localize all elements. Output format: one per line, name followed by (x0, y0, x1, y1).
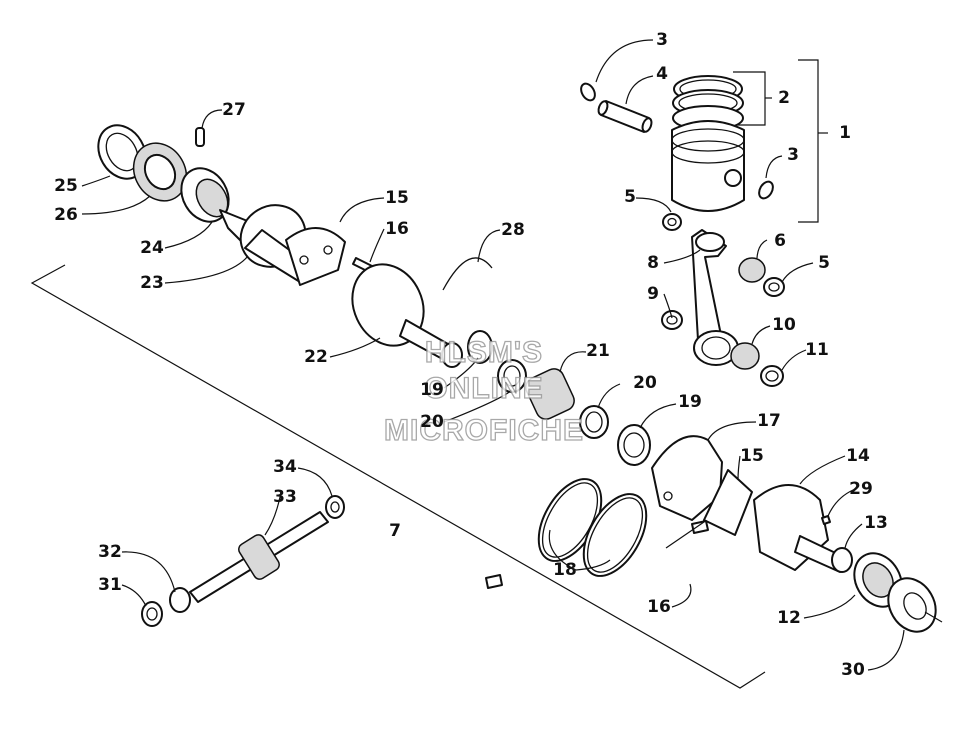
callout-6: 6 (774, 231, 786, 251)
callout-18: 18 (553, 560, 577, 580)
callout-1: 1 (839, 123, 851, 143)
callout-22: 22 (304, 347, 328, 367)
callout-15a: 15 (385, 188, 409, 208)
callout-32: 32 (98, 542, 122, 562)
callout-8: 8 (647, 253, 659, 273)
watermark-line-3: MICROFICHE (384, 414, 584, 447)
callout-29: 29 (849, 479, 873, 499)
callout-13: 13 (864, 513, 888, 533)
callout-5a: 5 (624, 187, 636, 207)
callout-21: 21 (586, 341, 610, 361)
seal-rings (537, 478, 648, 577)
callout-20b: 20 (633, 373, 657, 393)
callout-11: 11 (805, 340, 829, 360)
callout-20a: 20 (420, 412, 444, 432)
piston-assembly (580, 75, 774, 212)
callout-24: 24 (140, 238, 164, 258)
callout-3b: 3 (787, 145, 799, 165)
callout-34: 34 (273, 457, 297, 477)
group-bracket-lines (30, 59, 828, 689)
watermark-line-1: HLSM'S (425, 336, 543, 369)
callout-25: 25 (54, 176, 78, 196)
callout-15b: 15 (740, 446, 764, 466)
callout-3a: 3 (656, 30, 668, 50)
callout-9: 9 (647, 284, 659, 304)
callout-27: 27 (222, 100, 246, 120)
callout-16a: 16 (385, 219, 409, 239)
leader-lines (81, 39, 905, 671)
callout-30: 30 (841, 660, 865, 680)
watermark-line-2: ONLINE (424, 372, 543, 405)
callout-labels: 3 4 2 1 3 5 6 5 8 9 10 11 27 25 26 24 15… (54, 30, 888, 680)
callout-7: 7 (389, 521, 401, 541)
watermark: HLSM'S ONLINE MICROFICHE (383, 335, 584, 447)
callout-31: 31 (98, 575, 122, 595)
callout-5b: 5 (818, 253, 830, 273)
callout-19b: 19 (678, 392, 702, 412)
callout-14: 14 (846, 446, 870, 466)
callout-19a: 19 (420, 380, 444, 400)
callout-12: 12 (777, 608, 801, 628)
callout-16b: 16 (647, 597, 671, 617)
connecting-rod (661, 213, 785, 387)
center-shaft-parts (467, 330, 651, 466)
callout-26: 26 (54, 205, 78, 225)
callout-10: 10 (772, 315, 796, 335)
output-shaft (141, 495, 345, 627)
callout-17: 17 (757, 411, 781, 431)
callout-28: 28 (501, 220, 525, 240)
left-crank-half (97, 124, 493, 368)
right-crank-half (485, 435, 943, 633)
callout-2: 2 (778, 88, 790, 108)
callout-23: 23 (140, 273, 164, 293)
callout-33: 33 (273, 487, 297, 507)
callout-4: 4 (656, 64, 668, 84)
